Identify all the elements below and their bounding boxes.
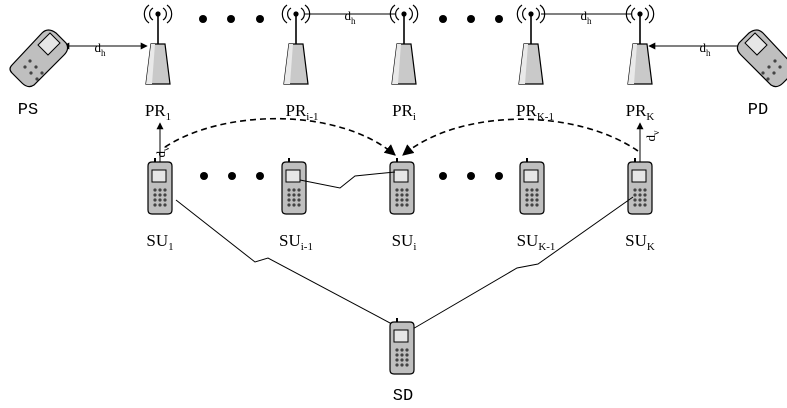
relay-label: PRK — [626, 101, 655, 123]
primary-source-phone-icon — [9, 29, 69, 88]
relay-label: PRi-1 — [285, 101, 318, 123]
svg-text:dh: dh — [581, 8, 593, 26]
primary-destination-phone-icon — [736, 29, 787, 88]
primary-relay-labels: PR1 PRi-1 PRi PRK-1 PRK — [145, 101, 655, 123]
primary-relay-tower — [625, 4, 655, 85]
primary-destination-label: PD — [748, 101, 768, 120]
svg-text:dh: dh — [345, 8, 357, 26]
su-label: SUi — [392, 231, 417, 253]
secondary-user-phone-icon — [281, 157, 307, 215]
wireless-links — [175, 171, 634, 332]
primary-source-label: PS — [18, 101, 38, 120]
su-label: SUK — [625, 231, 655, 253]
secondary-destination-label: SD — [393, 387, 413, 406]
secondary-user-phone-icon — [519, 157, 545, 215]
dashed-links — [164, 117, 639, 156]
primary-relay-tower — [516, 4, 546, 85]
su-label: SU1 — [146, 231, 173, 253]
primary-relay-tower — [281, 4, 311, 85]
relay-label: PRi — [392, 101, 416, 123]
secondary-user-phone-icon — [147, 157, 173, 215]
svg-text:dh: dh — [95, 40, 107, 58]
vertical-distance-labels: dv dv — [153, 130, 661, 158]
relay-label: PR1 — [145, 101, 171, 123]
secondary-destination-phone-icon — [389, 317, 415, 375]
su-label: SUi-1 — [279, 231, 313, 253]
secondary-user-labels: SU1 SUi-1 SUi SUK-1 SUK — [146, 231, 655, 253]
horizontal-distance-labels: dh dh dh dh — [95, 8, 712, 58]
svg-text:dv: dv — [153, 146, 171, 158]
svg-text:dh: dh — [700, 40, 712, 58]
secondary-user-phone-icon — [389, 157, 415, 215]
ellipsis-dots — [200, 172, 503, 180]
su-label: SUK-1 — [517, 231, 556, 253]
primary-relay-tower — [389, 4, 419, 85]
secondary-user-phone-icon — [627, 157, 653, 215]
primary-relay-tower — [143, 4, 173, 85]
ellipsis-dots — [199, 15, 503, 23]
svg-text:dv: dv — [643, 130, 661, 142]
